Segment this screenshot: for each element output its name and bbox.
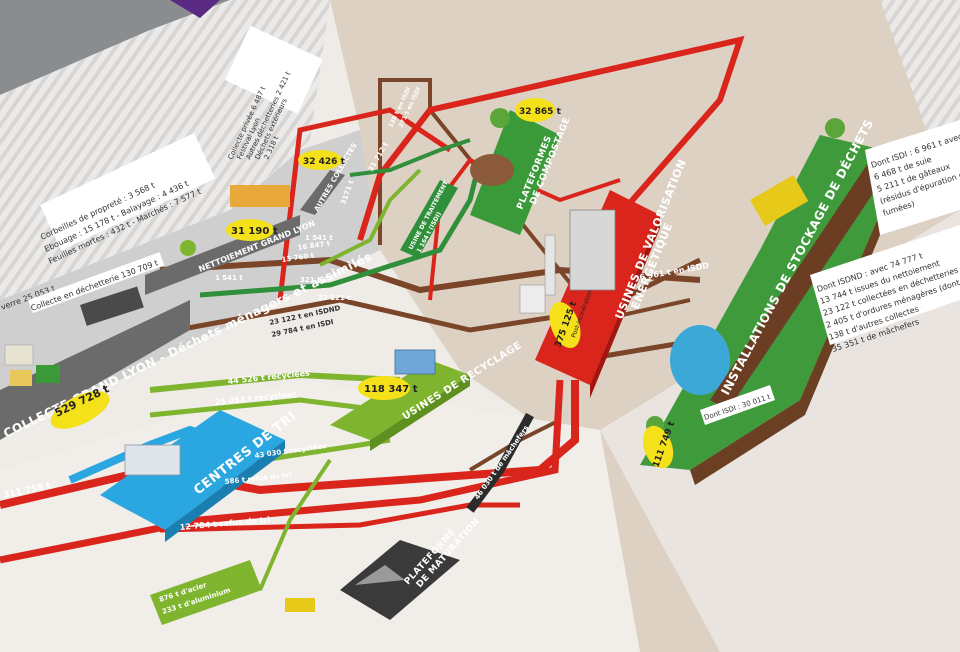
slag-heap-icon <box>355 565 405 585</box>
building-icon <box>4 344 34 366</box>
tri-platform <box>100 410 285 530</box>
bin-icon <box>36 365 60 383</box>
stockage-band <box>710 160 890 410</box>
compostage-platform <box>470 110 560 235</box>
autres-band <box>300 170 345 215</box>
lake-icon <box>670 325 730 395</box>
stockage-island-edge <box>690 155 905 485</box>
flow-label-321: 321 t <box>300 276 321 284</box>
autres-badge <box>298 150 342 170</box>
isdi-total-box <box>700 385 775 425</box>
recyclage-badge <box>358 376 410 400</box>
header-band <box>0 300 190 440</box>
decheterie-box <box>28 252 165 314</box>
flow-brown-2 <box>149 257 702 338</box>
compost-heap-icon <box>470 154 514 186</box>
flow-darkgreen-2 <box>349 138 471 177</box>
flow-label-1541b: 1 541 t <box>215 274 243 282</box>
traitement-band <box>400 180 458 258</box>
tree-icon <box>490 108 510 128</box>
recyclage-total: 118 347 t <box>364 384 418 395</box>
recyclage-platform-edge <box>370 375 470 451</box>
house-icon <box>10 370 32 386</box>
header-total-badge <box>50 391 110 429</box>
metals-box <box>150 560 262 625</box>
shop-icon <box>230 185 290 207</box>
dumpster-icon <box>80 286 144 326</box>
flow-green-1 <box>149 371 401 393</box>
nettoiement-total: 31 190 t <box>231 226 278 237</box>
nettoiement-badge <box>226 219 274 241</box>
flow-red-3 <box>277 107 452 301</box>
flow-red-6 <box>159 502 520 533</box>
chimney-icon <box>544 234 556 296</box>
recyclage-building-icon <box>394 349 436 375</box>
flow-red-2 <box>0 379 564 564</box>
truck-icon <box>519 284 546 314</box>
tri-building-icon <box>124 444 181 476</box>
flow-label-1541a: 1 541 t <box>305 234 333 242</box>
sweeper-icon <box>180 240 196 256</box>
stockage-badge <box>642 425 674 469</box>
corbeilles-box <box>40 133 216 251</box>
flow-red-4 <box>357 35 745 262</box>
excavator-icon <box>750 175 809 226</box>
recyclage-platform <box>330 360 470 440</box>
valorisation-platform-edge <box>590 215 660 398</box>
autres-total: 32 426 t <box>303 157 346 167</box>
flow-green-5 <box>319 168 422 267</box>
compostage-badge <box>515 98 555 122</box>
valorisation-badge <box>549 301 581 349</box>
flow-black <box>466 412 534 513</box>
flow-darkgreen-1 <box>199 159 483 298</box>
flow-label-32121: 32 121 t <box>318 294 351 302</box>
tri-platform-edge <box>165 440 285 542</box>
loader-icon <box>285 598 315 612</box>
flow-green-4 <box>258 458 332 591</box>
isdnd-note-box <box>810 225 960 345</box>
flow-red-main <box>0 380 579 509</box>
corner-accent <box>170 0 220 18</box>
tree-icon-2 <box>825 118 845 138</box>
flow-red-5 <box>428 157 621 301</box>
collecte-privee-box <box>225 25 323 114</box>
flow-green-2 <box>149 397 381 418</box>
compostage-total: 32 865 t <box>519 107 562 117</box>
incinerator-icon <box>569 209 616 291</box>
isdi-note-box <box>865 120 960 235</box>
